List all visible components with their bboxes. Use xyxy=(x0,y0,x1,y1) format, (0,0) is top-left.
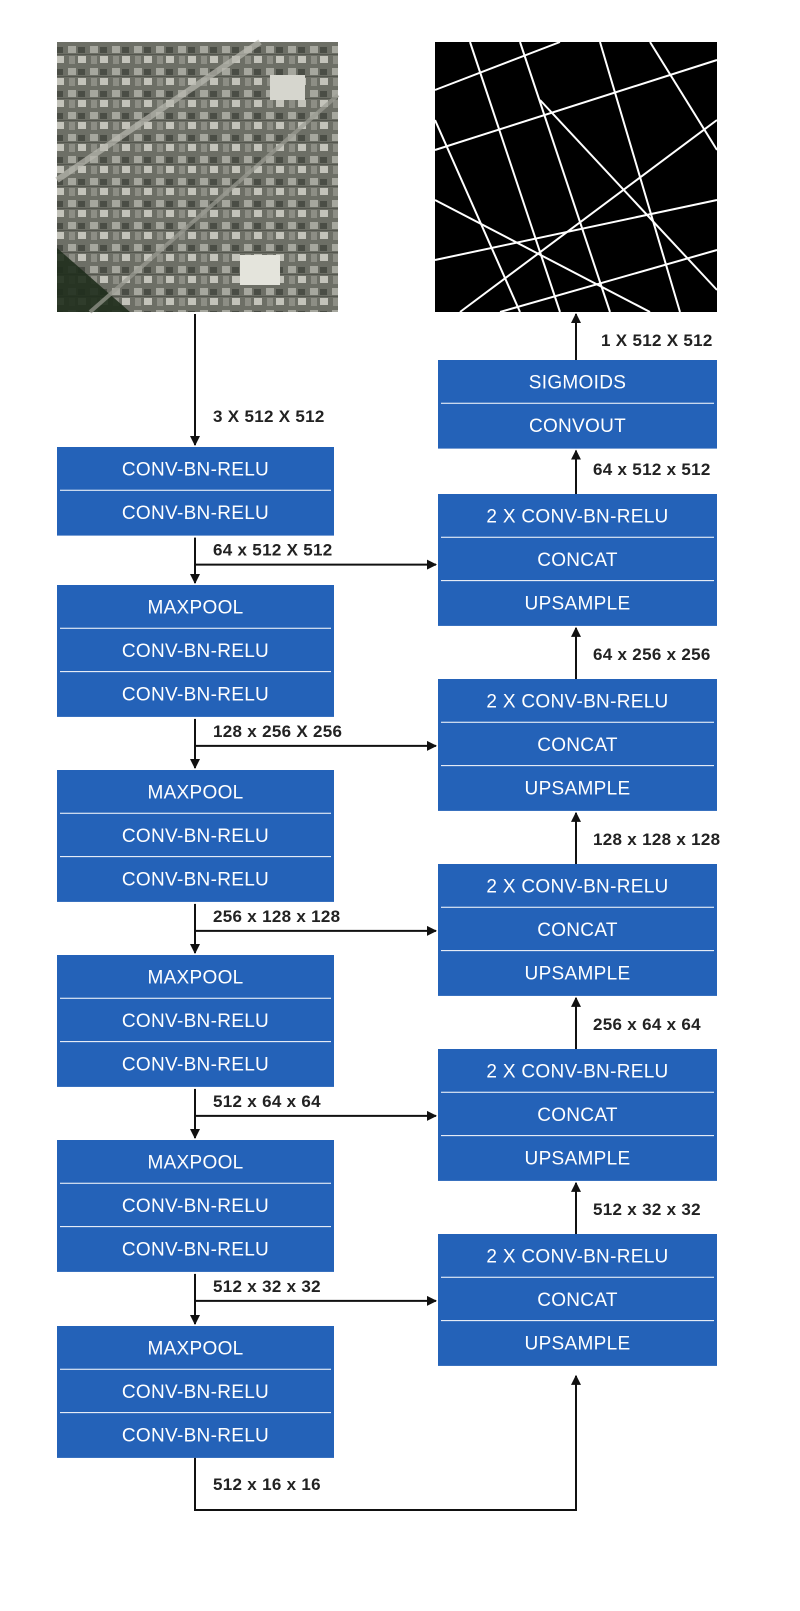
encoder-block-2: MAXPOOL CONV-BN-RELU CONV-BN-RELU xyxy=(57,585,334,717)
layer-label: MAXPOOL xyxy=(147,1339,243,1360)
shape-label: 512 x 64 x 64 xyxy=(213,1092,321,1111)
decoder-block-1: SIGMOIDS CONVOUT xyxy=(438,360,717,449)
shape-label: 64 x 512 x 512 xyxy=(593,460,711,479)
encoder-block-3: MAXPOOL CONV-BN-RELU CONV-BN-RELU xyxy=(57,770,334,902)
decoder-block-bg xyxy=(438,494,717,626)
layer-label: CONV-BN-RELU xyxy=(122,503,269,524)
layer-label: CONV-BN-RELU xyxy=(122,460,269,481)
layer-label: UPSAMPLE xyxy=(525,1333,631,1354)
layer-label: CONV-BN-RELU xyxy=(122,826,269,847)
layer-label: CONV-BN-RELU xyxy=(122,1011,269,1032)
shape-label: 512 x 16 x 16 xyxy=(213,1475,321,1494)
layer-label: CONCAT xyxy=(537,1105,618,1126)
satellite-image xyxy=(55,39,340,314)
decoder-block-bg xyxy=(438,1234,717,1366)
road-mask-image xyxy=(434,41,718,313)
layer-label: MAXPOOL xyxy=(147,783,243,804)
encoder-block-4: MAXPOOL CONV-BN-RELU CONV-BN-RELU xyxy=(57,955,334,1087)
shape-label: 512 x 32 x 32 xyxy=(213,1277,321,1296)
layer-label: 2 X CONV-BN-RELU xyxy=(486,1247,668,1268)
layer-label: UPSAMPLE xyxy=(525,1148,631,1169)
layer-label: MAXPOOL xyxy=(147,598,243,619)
layer-label: CONCAT xyxy=(537,920,618,941)
shape-label: 64 x 512 X 512 xyxy=(213,541,333,560)
layer-label: CONV-BN-RELU xyxy=(122,684,269,705)
encoder-block-1: CONV-BN-RELU CONV-BN-RELU xyxy=(57,447,334,536)
layer-label: CONCAT xyxy=(537,735,618,756)
encoder-block-bg xyxy=(57,770,334,902)
decoder-block-bg xyxy=(438,1049,717,1181)
decoder-block-3: 2 X CONV-BN-RELU CONCAT UPSAMPLE xyxy=(438,679,717,811)
encoder-block-bg xyxy=(57,1326,334,1458)
encoder-block-bg xyxy=(57,585,334,717)
decoder-block-6: 2 X CONV-BN-RELU CONCAT UPSAMPLE xyxy=(438,1234,717,1366)
layer-label: 2 X CONV-BN-RELU xyxy=(486,692,668,713)
layer-label: MAXPOOL xyxy=(147,968,243,989)
shape-label: 128 x 128 x 128 xyxy=(593,830,720,849)
layer-label: CONV-BN-RELU xyxy=(122,869,269,890)
layer-label: UPSAMPLE xyxy=(525,963,631,984)
encoder-block-bg xyxy=(57,1140,334,1272)
layer-label: 2 X CONV-BN-RELU xyxy=(486,507,668,528)
decoder-block-5: 2 X CONV-BN-RELU CONCAT UPSAMPLE xyxy=(438,1049,717,1181)
encoder-block-bg xyxy=(57,447,334,536)
layer-label: UPSAMPLE xyxy=(525,778,631,799)
layer-label: 2 X CONV-BN-RELU xyxy=(486,1062,668,1083)
layer-label: CONVOUT xyxy=(529,416,626,437)
layer-label: 2 X CONV-BN-RELU xyxy=(486,877,668,898)
encoder-block-5: MAXPOOL CONV-BN-RELU CONV-BN-RELU xyxy=(57,1140,334,1272)
shape-label: 3 X 512 X 512 xyxy=(213,407,325,426)
layer-label: CONV-BN-RELU xyxy=(122,1054,269,1075)
layer-label: UPSAMPLE xyxy=(525,593,631,614)
decoder-block-bg xyxy=(438,864,717,996)
layer-label: CONV-BN-RELU xyxy=(122,1239,269,1260)
encoder-block-6: MAXPOOL CONV-BN-RELU CONV-BN-RELU xyxy=(57,1326,334,1458)
layer-label: CONCAT xyxy=(537,550,618,571)
layer-label: CONV-BN-RELU xyxy=(122,1196,269,1217)
layer-label: SIGMOIDS xyxy=(529,373,626,394)
shape-label: 512 x 32 x 32 xyxy=(593,1200,701,1219)
layer-label: CONCAT xyxy=(537,1290,618,1311)
shape-label: 1 X 512 X 512 xyxy=(601,331,713,350)
bottleneck-arrow xyxy=(194,1374,581,1511)
decoder-block-bg xyxy=(438,679,717,811)
shape-label: 256 x 64 x 64 xyxy=(593,1015,701,1034)
decoder-block-2: 2 X CONV-BN-RELU CONCAT UPSAMPLE xyxy=(438,494,717,626)
decoder-block-4: 2 X CONV-BN-RELU CONCAT UPSAMPLE xyxy=(438,864,717,996)
layer-label: CONV-BN-RELU xyxy=(122,1382,269,1403)
shape-label: 256 x 128 x 128 xyxy=(213,907,340,926)
decoder-block-bg xyxy=(438,360,717,449)
layer-label: CONV-BN-RELU xyxy=(122,641,269,662)
shape-label: 128 x 256 X 256 xyxy=(213,722,342,741)
layer-label: MAXPOOL xyxy=(147,1153,243,1174)
shape-label: 64 x 256 x 256 xyxy=(593,645,711,664)
encoder-block-bg xyxy=(57,955,334,1087)
layer-label: CONV-BN-RELU xyxy=(122,1425,269,1446)
